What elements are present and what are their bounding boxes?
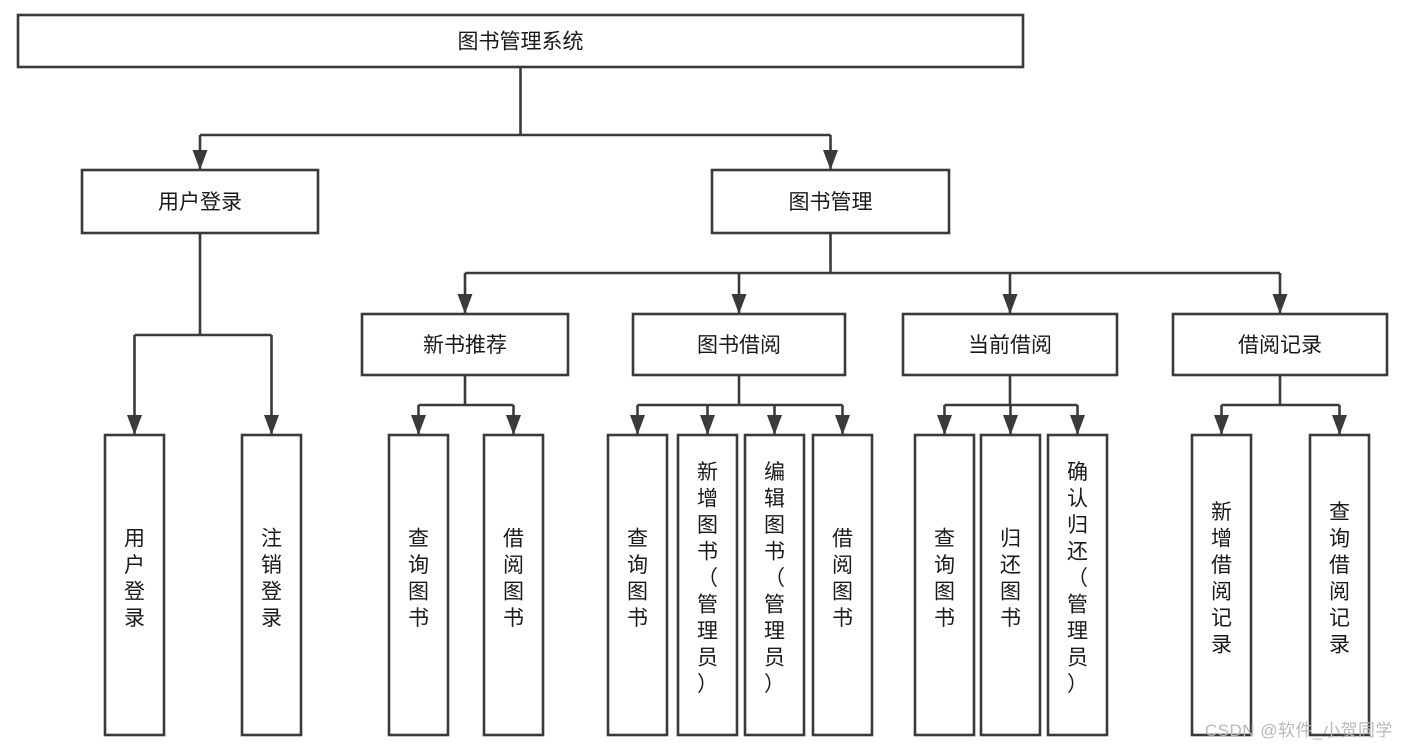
arrow-icon-records — [1272, 294, 1288, 314]
arrow-icon-bookmgmt — [823, 150, 838, 170]
node-label-leaf-add-book: 新增图书（管理员） — [697, 461, 718, 696]
node-box-leaf-add-book — [676, 433, 739, 737]
arrow-icon-current — [1002, 294, 1018, 314]
node-label-bookmgmt: 图书管理 — [789, 191, 873, 214]
node-box-root — [16, 13, 1025, 69]
node-leaf-add-book[interactable]: 新增图书（管理员） — [676, 433, 739, 737]
node-label-current: 当前借阅 — [968, 334, 1052, 357]
node-label-leaf-query-book-borrow: 查询图书 — [627, 527, 648, 630]
arrow-icon-leaf-edit-book — [767, 415, 782, 435]
node-bookmgmt[interactable]: 图书管理 — [710, 168, 951, 235]
node-box-leaf-borrow-book — [811, 433, 874, 737]
node-leaf-user-login[interactable]: 用户登录 — [103, 433, 166, 737]
arrow-icon-leaf-user-login — [127, 415, 142, 435]
node-label-leaf-user-login: 用户登录 — [124, 527, 145, 630]
connector-layer — [127, 67, 1347, 435]
node-label-leaf-add-record: 新增借阅记录 — [1211, 501, 1232, 657]
node-label-leaf-edit-book: 编辑图书（管理员） — [764, 461, 785, 696]
node-label-leaf-confirm-return: 确认归还（管理员） — [1067, 461, 1088, 696]
arrow-icon-leaf-confirm-return — [1070, 415, 1085, 435]
node-box-leaf-borrow-book-new — [482, 433, 545, 737]
node-leaf-user-logout[interactable]: 注销登录 — [240, 433, 303, 737]
node-box-leaf-confirm-return — [1046, 433, 1109, 737]
node-leaf-confirm-return[interactable]: 确认归还（管理员） — [1046, 433, 1109, 737]
arrow-icon-newbook — [457, 294, 473, 314]
node-leaf-query-record[interactable]: 查询借阅记录 — [1308, 433, 1371, 737]
arrow-icon-leaf-add-record — [1214, 415, 1229, 435]
arrow-icon-leaf-borrow-book-new — [506, 415, 521, 435]
arrow-icon-leaf-return-book — [1003, 415, 1018, 435]
node-box-leaf-query-record — [1308, 433, 1371, 737]
arrow-icon-login — [192, 150, 208, 170]
node-box-leaf-user-login — [103, 433, 166, 737]
node-box-leaf-query-book-current — [913, 433, 976, 737]
node-leaf-add-record[interactable]: 新增借阅记录 — [1190, 433, 1253, 737]
node-current[interactable]: 当前借阅 — [901, 312, 1119, 377]
node-box-leaf-edit-book — [743, 433, 806, 737]
node-records[interactable]: 借阅记录 — [1171, 312, 1389, 377]
node-box-login — [80, 168, 320, 235]
node-leaf-return-book[interactable]: 归还图书 — [979, 433, 1042, 737]
node-leaf-borrow-book[interactable]: 借阅图书 — [811, 433, 874, 737]
node-leaf-query-book-borrow[interactable]: 查询图书 — [606, 433, 669, 737]
arrow-icon-leaf-query-book-current — [937, 415, 952, 435]
node-box-newbook — [360, 312, 570, 377]
node-label-root: 图书管理系统 — [458, 31, 584, 54]
arrow-icon-leaf-query-record — [1332, 415, 1347, 435]
node-leaf-borrow-book-new[interactable]: 借阅图书 — [482, 433, 545, 737]
node-box-leaf-query-book-new — [387, 433, 450, 737]
node-layer: 图书管理系统用户登录图书管理新书推荐图书借阅当前借阅借阅记录用户登录注销登录查询… — [16, 13, 1389, 737]
arrow-icon-borrow — [731, 294, 747, 314]
node-newbook[interactable]: 新书推荐 — [360, 312, 570, 377]
node-root[interactable]: 图书管理系统 — [16, 13, 1025, 69]
node-label-leaf-query-book-new: 查询图书 — [408, 527, 429, 630]
node-borrow[interactable]: 图书借阅 — [631, 312, 847, 377]
node-label-borrow: 图书借阅 — [697, 334, 781, 357]
node-box-leaf-return-book — [979, 433, 1042, 737]
node-label-leaf-borrow-book-new: 借阅图书 — [503, 527, 524, 630]
node-box-current — [901, 312, 1119, 377]
node-label-leaf-return-book: 归还图书 — [1000, 527, 1021, 630]
arrow-icon-leaf-user-logout — [264, 415, 279, 435]
arrow-icon-leaf-query-book-new — [411, 415, 426, 435]
node-label-login: 用户登录 — [158, 191, 242, 214]
node-label-leaf-query-record: 查询借阅记录 — [1329, 501, 1350, 657]
node-leaf-query-book-new[interactable]: 查询图书 — [387, 433, 450, 737]
node-label-records: 借阅记录 — [1238, 334, 1322, 357]
node-box-bookmgmt — [710, 168, 951, 235]
node-label-leaf-borrow-book: 借阅图书 — [832, 527, 853, 630]
node-leaf-edit-book[interactable]: 编辑图书（管理员） — [743, 433, 806, 737]
node-leaf-query-book-current[interactable]: 查询图书 — [913, 433, 976, 737]
node-box-borrow — [631, 312, 847, 377]
node-box-leaf-query-book-borrow — [606, 433, 669, 737]
node-label-leaf-user-logout: 注销登录 — [261, 527, 282, 630]
node-box-records — [1171, 312, 1389, 377]
node-box-leaf-add-record — [1190, 433, 1253, 737]
arrow-icon-leaf-borrow-book — [835, 415, 850, 435]
node-login[interactable]: 用户登录 — [80, 168, 320, 235]
node-label-newbook: 新书推荐 — [423, 334, 507, 357]
node-box-leaf-user-logout — [240, 433, 303, 737]
node-label-leaf-query-book-current: 查询图书 — [934, 527, 955, 630]
arrow-icon-leaf-query-book-borrow — [630, 415, 645, 435]
arrow-icon-leaf-add-book — [700, 415, 715, 435]
